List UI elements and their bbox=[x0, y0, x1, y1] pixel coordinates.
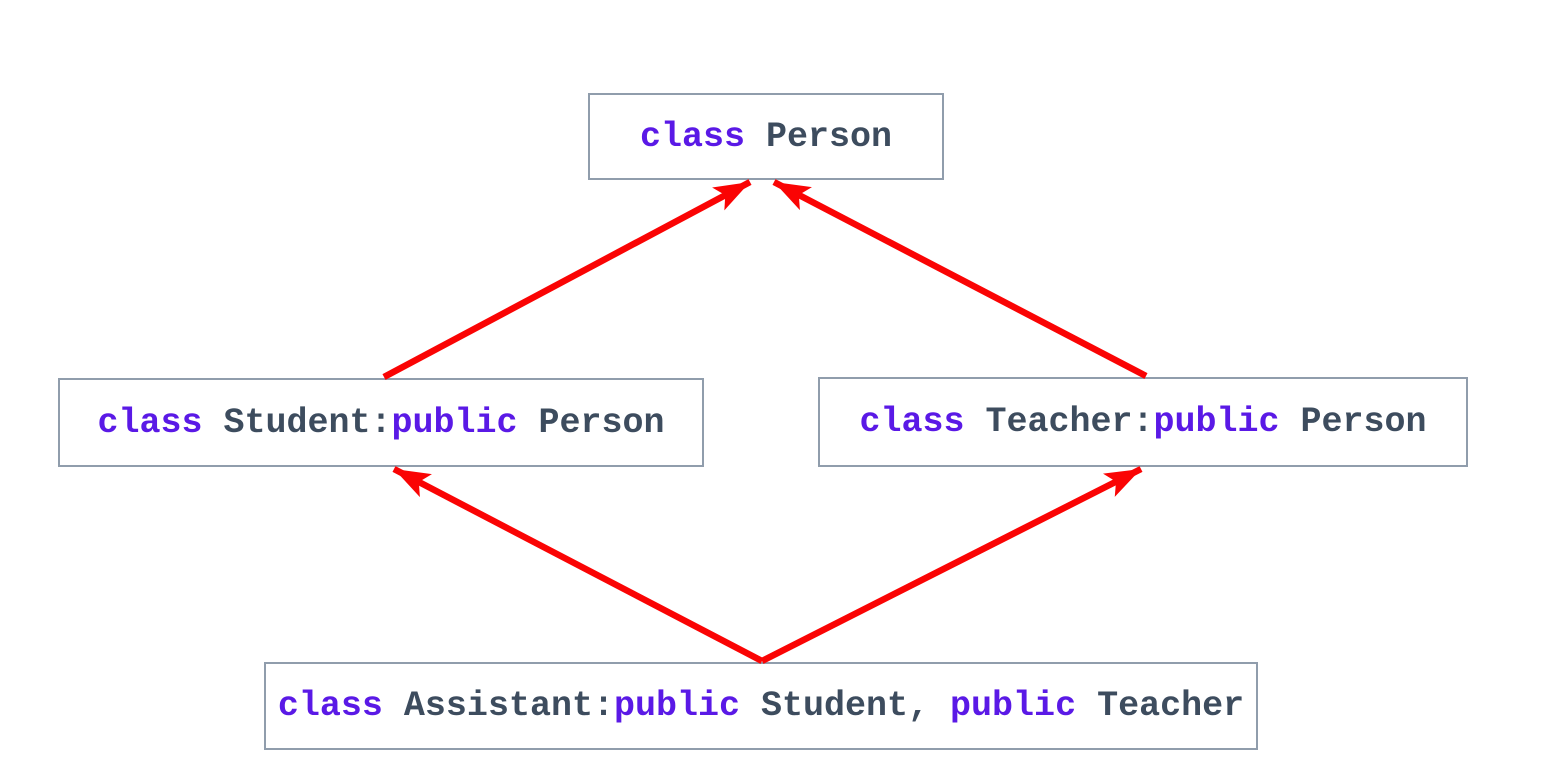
identifier-student: Student, bbox=[740, 686, 951, 726]
identifier-teacher: Teacher: bbox=[964, 402, 1154, 442]
class-box-assistant: class Assistant:public Student, public T… bbox=[264, 662, 1258, 750]
arrow-assistant-to-teacher bbox=[760, 466, 1143, 664]
keyword-public: public bbox=[1153, 402, 1280, 442]
identifier-person: Person bbox=[1279, 402, 1427, 442]
identifier-person: Person bbox=[517, 402, 665, 443]
identifier-assistant: Assistant: bbox=[382, 686, 614, 726]
class-box-person: class Person bbox=[588, 93, 944, 180]
keyword-public: public bbox=[950, 686, 1077, 726]
class-box-student: class Student:public Person bbox=[58, 378, 704, 467]
identifier-person: Person bbox=[745, 116, 893, 157]
arrow-assistant-to-student bbox=[392, 466, 764, 664]
keyword-class: class bbox=[859, 402, 965, 442]
keyword-class: class bbox=[97, 402, 203, 443]
keyword-public: public bbox=[613, 686, 740, 726]
identifier-teacher: Teacher bbox=[1076, 686, 1245, 726]
identifier-student: Student: bbox=[202, 402, 392, 443]
class-box-teacher: class Teacher:public Person bbox=[818, 377, 1468, 467]
keyword-class: class bbox=[639, 116, 745, 157]
keyword-public: public bbox=[391, 402, 518, 443]
arrow-teacher-to-person bbox=[772, 179, 1148, 379]
arrow-student-to-person bbox=[382, 179, 752, 380]
keyword-class: class bbox=[277, 686, 383, 726]
